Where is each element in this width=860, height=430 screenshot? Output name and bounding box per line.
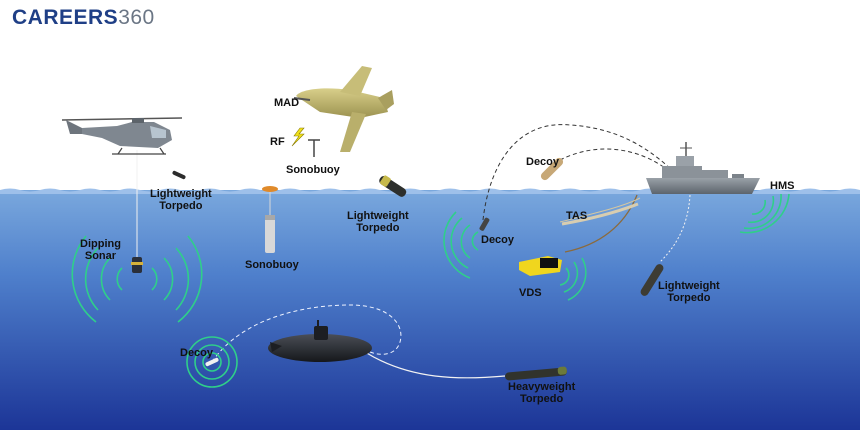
towed-array xyxy=(561,202,639,226)
sea xyxy=(0,188,860,430)
label-rf: RF xyxy=(270,136,285,148)
label-line-1: Lightweight xyxy=(658,280,720,292)
label-lightweight-torpedo-ship: Lightweight Torpedo xyxy=(658,280,720,304)
label-vds: VDS xyxy=(519,287,542,299)
patrol-aircraft xyxy=(293,66,394,152)
label-line-1: Lightweight xyxy=(347,210,409,222)
decoy-sonar-waves xyxy=(443,211,479,279)
label-heavyweight-torpedo: Heavyweight Torpedo xyxy=(508,381,575,405)
logo-bold-text: CAREERS xyxy=(12,6,119,29)
label-dipping-sonar: Dipping Sonar xyxy=(80,238,121,262)
label-mad: MAD xyxy=(274,97,300,109)
decoy-sub-trajectory xyxy=(211,304,402,363)
careers360-logo[interactable]: CAREERS360 xyxy=(12,5,155,31)
submarine xyxy=(268,320,372,362)
ship-torpedo xyxy=(640,264,664,296)
vds-sonar-waves xyxy=(559,257,587,301)
submarine-decoy xyxy=(205,357,219,367)
helicopter-torpedo xyxy=(172,170,186,180)
heavyweight-torpedo xyxy=(505,366,567,381)
label-line-1: Dipping xyxy=(80,238,121,250)
logo-number-text: 360 xyxy=(118,6,155,29)
rf-lightning xyxy=(291,127,305,147)
dipping-sonar xyxy=(131,257,143,273)
label-lightweight-torpedo-aircraft: Lightweight Torpedo xyxy=(347,210,409,234)
airborne-sonobuoy xyxy=(308,139,320,157)
dipping-sonar-waves xyxy=(71,235,203,323)
sub-decoy-sonar-waves xyxy=(186,336,238,388)
label-decoy-water: Decoy xyxy=(481,234,515,246)
hms-sonar-waves xyxy=(739,193,790,234)
cables xyxy=(136,150,691,379)
frigate xyxy=(646,142,760,194)
label-sonobuoy-sea: Sonobuoy xyxy=(245,259,299,271)
label-decoy-air: Decoy xyxy=(526,156,560,168)
airborne-decoy xyxy=(540,157,564,181)
underwater-decoy xyxy=(479,217,490,231)
floating-sonobuoy xyxy=(262,186,278,253)
helicopter xyxy=(61,117,183,155)
label-sonobuoy-air: Sonobuoy xyxy=(286,164,340,176)
label-line-1: Lightweight xyxy=(150,188,212,200)
label-decoy-submarine: Decoy xyxy=(180,347,214,359)
label-tas: TAS xyxy=(566,210,588,222)
label-line-2: Torpedo xyxy=(520,393,564,405)
label-line-2: Sonar xyxy=(84,250,117,262)
label-line-1: Heavyweight xyxy=(508,381,576,393)
label-line-2: Torpedo xyxy=(667,292,711,304)
label-line-2: Torpedo xyxy=(159,200,203,212)
label-line-2: Torpedo xyxy=(356,222,400,234)
variable-depth-sonar xyxy=(519,256,562,276)
label-hms: HMS xyxy=(770,180,795,192)
label-lightweight-torpedo-helicopter: Lightweight Torpedo xyxy=(150,188,212,212)
decoy-launch-trajectory xyxy=(482,124,673,221)
